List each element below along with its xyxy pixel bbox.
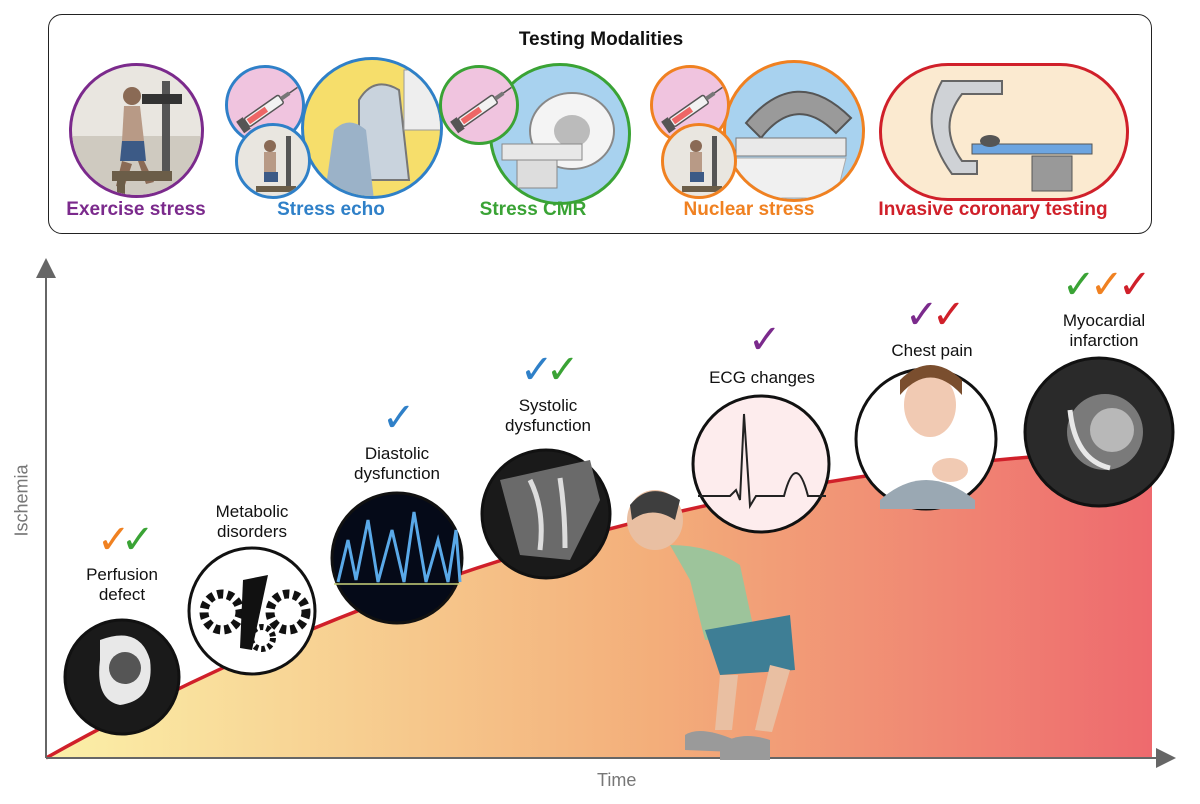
echocardiogram-image [480, 448, 612, 580]
check-icon-blue: ✓ [382, 395, 416, 441]
stage-label-ecg-changes: ECG changes [709, 368, 815, 388]
syringe-icon [439, 65, 519, 145]
check-icon-green: ✓ [546, 347, 580, 393]
testing-modalities-panel: Testing Modalities Exercise stress [48, 14, 1152, 234]
exercise-bike-icon [661, 123, 737, 199]
stage-label-diastolic-dysfunction: Diastolic dysfunction [354, 444, 440, 484]
y-axis-label: Ischemia [11, 464, 32, 537]
check-icon-red: ✓ [932, 292, 966, 338]
exercise-bike-icon [235, 123, 311, 199]
cath-lab-illustration [879, 63, 1129, 201]
check-icon-green: ✓ [121, 517, 155, 563]
check-icon-green: ✓ [1062, 262, 1096, 308]
check-icon-purple: ✓ [748, 317, 782, 363]
ecg-trace-image [691, 394, 831, 534]
modality-label-stress-echo: Stress echo [277, 199, 385, 220]
perfusion-defect-image [63, 618, 181, 736]
stage-label-line: disorders [217, 522, 287, 541]
infarct-mri-image [1023, 356, 1175, 508]
child-figure-illustration [627, 490, 795, 760]
stage-label-line: dysfunction [505, 416, 591, 435]
stage-label-perfusion-defect: Perfusion defect [86, 565, 158, 605]
modality-label-stress-cmr: Stress CMR [479, 199, 587, 220]
stage-label-line: Systolic [518, 396, 578, 415]
chest-pain-patient-image [854, 365, 998, 511]
stage-label-line: Perfusion [86, 565, 158, 584]
x-axis-label: Time [597, 770, 637, 790]
ischemia-area [46, 450, 1152, 758]
stage-label-line: Metabolic [215, 502, 289, 521]
stage-label-myocardial-infarction: Myocardial infarction [1063, 311, 1145, 351]
stage-label-line: defect [98, 585, 146, 604]
stage-label-line: ECG changes [709, 368, 815, 387]
check-icon-blue: ✓ [520, 347, 554, 393]
gears-wrench-icon [187, 546, 317, 676]
modality-label-nuclear-stress: Nuclear stress [683, 199, 815, 220]
stage-label-line: infarction [1069, 331, 1139, 350]
stage-label-line: Diastolic [364, 444, 430, 463]
panel-title: Testing Modalities [518, 29, 684, 50]
stage-label-line: Myocardial [1062, 311, 1146, 330]
stage-label-systolic-dysfunction: Systolic dysfunction [505, 396, 591, 436]
doppler-waveform-image [330, 491, 464, 625]
modality-label-invasive-coronary-testing: Invasive coronary testing [878, 199, 1108, 220]
stage-label-line: dysfunction [354, 464, 440, 483]
check-icon-purple: ✓ [905, 292, 939, 338]
modality-label-exercise-stress: Exercise stress [66, 199, 206, 220]
check-icon-orange: ✓ [1090, 262, 1124, 308]
stage-label-line: Chest pain [891, 341, 973, 360]
stage-label-metabolic-disorders: Metabolic disorders [216, 502, 289, 542]
check-icon-orange: ✓ [97, 517, 131, 563]
check-icon-red: ✓ [1118, 262, 1152, 308]
echo-machine-illustration [301, 57, 443, 199]
nuclear-camera-illustration [723, 60, 865, 202]
stage-label-chest-pain: Chest pain [891, 341, 972, 361]
